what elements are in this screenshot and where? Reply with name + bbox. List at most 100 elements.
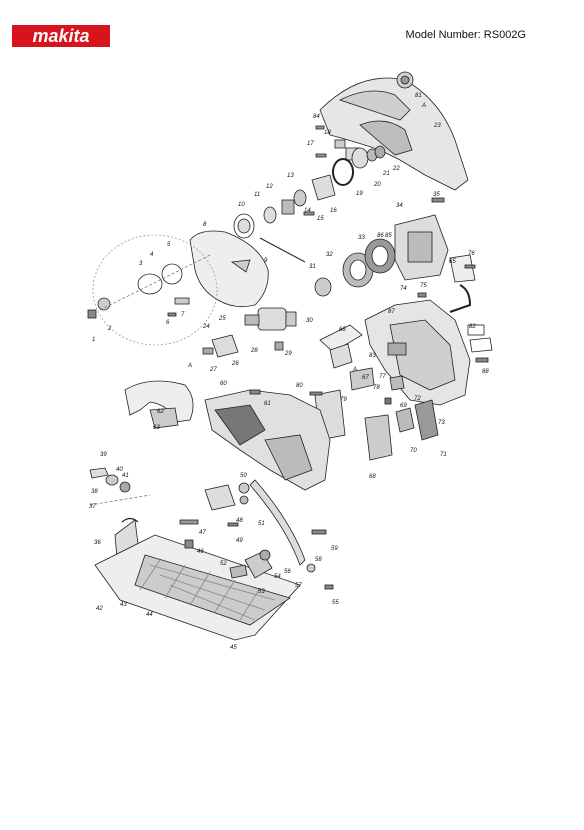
callout-61: 61 [264,401,271,407]
callout-52: 52 [220,561,227,567]
main-housing [364,299,471,406]
callout-22: 22 [392,166,400,172]
callout-37: 37 [89,504,96,510]
callout-1: 1 [92,337,95,343]
base-plate [94,534,301,641]
callout-7: 7 [181,312,185,318]
callout-36: 36 [94,540,101,546]
callout-59: 59 [331,546,338,552]
callout-63: 63 [153,425,160,431]
callout-54: 54 [274,574,281,580]
callout-79: 79 [340,397,347,403]
callout-13: 13 [287,173,294,179]
callout-71: 71 [440,452,447,458]
callout-14: 14 [304,208,311,214]
callout-2: 2 [107,326,112,332]
callout-43: 43 [120,602,127,608]
callout-35: 35 [433,192,440,198]
callout-82: 82 [469,324,476,330]
callout-78: 78 [373,385,380,391]
callout-42: 42 [96,606,103,612]
bevel-parts [179,479,334,590]
callout-47: 47 [199,530,206,536]
callout-45: 45 [230,645,237,651]
callout-23: 23 [433,123,441,129]
model-number: Model Number: RS002G [405,29,526,41]
makita-logo: makita [12,25,110,47]
motor-housing [394,197,449,281]
ref-a-mid: A [352,367,357,373]
callout-62: 62 [157,409,164,415]
svg-text:makita: makita [32,26,89,46]
callout-51: 51 [258,521,265,527]
callout-88: 88 [482,369,489,375]
motor-body [204,389,331,491]
callout-18: 18 [324,130,331,136]
callout-68: 68 [369,474,376,480]
callout-83: 83 [369,353,376,359]
callout-57: 57 [295,583,302,589]
callout-5: 5 [167,242,171,248]
callout-40: 40 [116,467,123,473]
callout-60: 60 [220,381,227,387]
callout-67: 67 [362,375,369,381]
callout-28: 28 [250,348,258,354]
callout-3: 3 [139,261,143,267]
callout-9: 9 [264,258,268,264]
saw-blade [87,234,218,346]
front-handle [124,380,194,429]
blade-guard [319,71,469,191]
stator [342,238,396,288]
ref-a-top: A [421,103,426,109]
handle-parts-right [449,254,493,363]
callout-77: 77 [379,374,386,380]
callout-66: 66 [339,327,346,333]
callout-25: 25 [218,316,226,322]
callout-31: 31 [309,264,316,270]
callout-15: 15 [317,216,324,222]
callout-39: 39 [100,452,107,458]
callout-49: 49 [236,538,243,544]
shaft-parts [233,125,386,239]
armature [244,277,332,331]
callout-20: 20 [373,182,381,188]
callout-74: 74 [400,286,407,292]
callout-87: 87 [388,309,395,315]
callout-41: 41 [122,473,129,479]
callout-48: 48 [236,518,243,524]
callout-50: 50 [240,473,247,479]
callout-8: 8 [203,222,207,228]
callout-75: 75 [420,283,427,289]
callout-16: 16 [330,208,337,214]
callout-53: 53 [258,589,265,595]
callout-34: 34 [396,203,403,209]
callout-81: 81 [415,93,422,99]
callout-65: 65 [449,259,456,265]
callout-86: 86 [377,233,384,239]
callout-4: 4 [150,252,154,258]
ref-a-left: A [187,363,192,369]
callout-70: 70 [410,448,417,454]
callout-27: 27 [209,367,217,373]
callout-76: 76 [468,251,475,257]
callout-55: 55 [332,600,339,606]
callout-6: 6 [166,320,170,326]
callout-58: 58 [315,557,322,563]
callout-11: 11 [254,192,260,198]
callout-46: 46 [197,549,204,555]
callout-21: 21 [382,171,390,177]
callout-80: 80 [296,383,303,389]
callout-17: 17 [307,141,314,147]
callout-29: 29 [284,351,292,357]
callout-69: 69 [400,403,407,409]
callout-44: 44 [146,612,153,618]
callout-30: 30 [306,318,313,324]
callout-73: 73 [438,420,445,426]
callout-56: 56 [284,569,291,575]
callout-32: 32 [326,252,333,258]
callout-24: 24 [202,324,210,330]
callout-38: 38 [91,489,98,495]
callout-19: 19 [356,191,363,197]
callout-12: 12 [266,184,273,190]
